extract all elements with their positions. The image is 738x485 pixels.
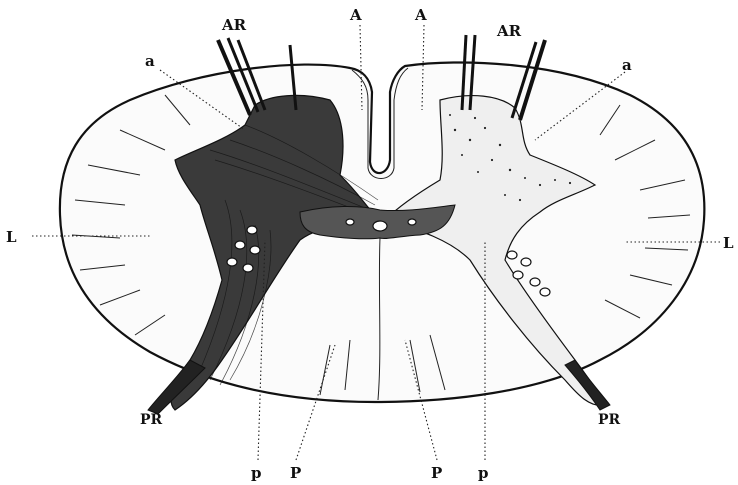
label-a-left: a (145, 52, 155, 70)
label-p-left: p (251, 464, 262, 482)
label-a-right: a (622, 56, 632, 74)
label-P-right: P (431, 464, 442, 482)
label-p-right: p (478, 464, 489, 482)
label-posterior-root-right: PR (598, 412, 621, 428)
label-anterior-left: A (349, 6, 362, 24)
label-anterior-root-left: AR (221, 16, 247, 34)
label-posterior-root-left: PR (140, 412, 163, 428)
vessel-left (346, 219, 354, 225)
central-canal (373, 221, 387, 231)
label-lateral-right: L (723, 234, 734, 252)
label-anterior-root-right: AR (496, 22, 522, 40)
label-anterior-right: A (414, 6, 427, 24)
vessel-right (408, 219, 416, 225)
label-lateral-left: L (6, 228, 17, 246)
label-P-left: P (290, 464, 301, 482)
